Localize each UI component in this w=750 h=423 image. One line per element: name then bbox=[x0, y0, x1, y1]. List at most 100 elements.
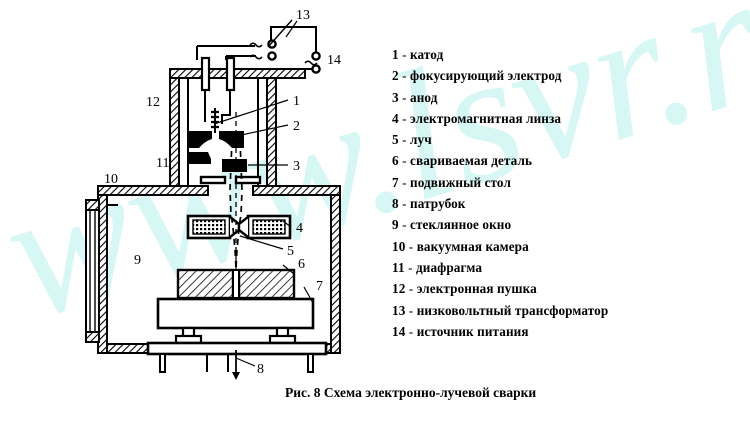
chamber-step-left bbox=[106, 195, 118, 206]
lens-coil-right-winding bbox=[252, 219, 286, 235]
callout-9: 9 bbox=[134, 253, 141, 268]
callout-14: 14 bbox=[327, 53, 341, 68]
legend-label: источник питания bbox=[416, 323, 529, 339]
leader-1 bbox=[213, 99, 289, 125]
leader-2 bbox=[231, 124, 289, 138]
legend-dash: - bbox=[402, 68, 407, 84]
leader-lines bbox=[213, 20, 314, 367]
legend-dash: - bbox=[408, 323, 414, 339]
anode-left bbox=[188, 152, 211, 164]
power-terminal-1 bbox=[311, 51, 321, 61]
diaphragm-11 bbox=[199, 175, 262, 185]
legend-number: 8 bbox=[392, 196, 399, 212]
gun-insulator-right bbox=[225, 56, 236, 92]
cathode-1 bbox=[211, 108, 219, 133]
legend-number: 13 bbox=[392, 302, 406, 318]
callout-12: 12 bbox=[146, 95, 160, 110]
legend-dash: - bbox=[402, 110, 407, 126]
workpiece-6 bbox=[176, 268, 296, 300]
legend-dash: - bbox=[402, 153, 407, 169]
legend-dash: - bbox=[402, 174, 407, 190]
legend-item: 4 - электромагнитная линза bbox=[392, 108, 722, 129]
cathode-lead-right bbox=[221, 90, 231, 124]
beam-left-edge-upper bbox=[229, 139, 234, 227]
lens-pole-right bbox=[237, 216, 249, 238]
legend-item: 7 - подвижный стол bbox=[392, 172, 722, 193]
legend-list: 1 - катод 2 - фокусирующий электрод 3 - … bbox=[392, 44, 722, 342]
gun-top-flange bbox=[169, 68, 306, 79]
callout-8: 8 bbox=[257, 362, 264, 377]
legend-dash: - bbox=[408, 259, 413, 275]
legend-number: 9 bbox=[392, 217, 399, 233]
transformer-terminal-1 bbox=[267, 39, 277, 49]
legend-item: 8 - патрубок bbox=[392, 193, 722, 214]
legend-dash: - bbox=[402, 47, 407, 62]
transformer-terminals bbox=[249, 19, 293, 61]
table-leg-right bbox=[307, 353, 314, 373]
legend-number: 2 bbox=[392, 68, 399, 84]
callout-6: 6 bbox=[298, 257, 305, 272]
legend-item: 10 - вакуумная камера bbox=[392, 236, 722, 257]
legend-number: 12 bbox=[392, 281, 406, 297]
callout-3: 3 bbox=[293, 159, 300, 174]
figure-caption: Рис. 8 Схема электронно-лучевой сварки bbox=[285, 385, 537, 400]
ac-symbol-transformer-2 bbox=[249, 54, 263, 60]
outlet-pipe-8 bbox=[206, 350, 240, 380]
leader-6 bbox=[282, 264, 295, 275]
leader-4 bbox=[282, 220, 292, 228]
diaphragm-right-bar bbox=[234, 175, 262, 185]
workpiece-right-half bbox=[237, 268, 296, 300]
legend-dash: - bbox=[408, 281, 414, 297]
legend-item: 13 - низковольтный трансформатор bbox=[392, 300, 722, 321]
table-base-plate bbox=[146, 341, 328, 356]
legend-item: 3 - анод bbox=[392, 87, 722, 108]
legend-number: 5 bbox=[392, 132, 399, 148]
ac-symbol-transformer-1 bbox=[249, 42, 263, 48]
chamber-top-right bbox=[252, 185, 341, 196]
lens-coil-left-winding bbox=[192, 219, 226, 235]
chamber-wall-right bbox=[330, 194, 341, 354]
window-seal-bottom bbox=[85, 331, 100, 343]
callout-11: 11 bbox=[156, 156, 169, 171]
legend-number: 14 bbox=[392, 323, 406, 339]
glass-window-9 bbox=[85, 199, 100, 343]
legend-label: патрубок bbox=[410, 196, 466, 212]
diaphragm-left-bar bbox=[199, 175, 227, 185]
anode-3 bbox=[188, 152, 247, 172]
power-source-terminals bbox=[304, 51, 321, 74]
table-top-plate bbox=[156, 297, 315, 330]
movable-table-7 bbox=[146, 297, 328, 373]
legend-dash: - bbox=[402, 217, 407, 233]
window-seal-top bbox=[85, 199, 100, 211]
legend-item: 1 - катод bbox=[392, 44, 722, 65]
outlet-arrow-head bbox=[232, 372, 240, 380]
gun-insulator-left bbox=[200, 56, 211, 92]
electron-beam-5 bbox=[229, 112, 243, 272]
beam-right-edge-lower bbox=[235, 227, 240, 269]
beam-right-edge-upper bbox=[238, 139, 243, 227]
legend-dash: - bbox=[408, 302, 414, 318]
legend-item: 12 - электронная пушка bbox=[392, 278, 722, 299]
legend-label: свариваемая деталь bbox=[410, 153, 533, 169]
leader-7 bbox=[303, 286, 314, 304]
legend-label: луч bbox=[410, 132, 432, 148]
leader-5 bbox=[239, 235, 284, 250]
gun-wall-right bbox=[266, 77, 277, 187]
legend-dash: - bbox=[402, 196, 407, 212]
legend-number: 11 bbox=[392, 259, 405, 275]
legend-number: 3 bbox=[392, 89, 399, 105]
chamber-top-left bbox=[97, 185, 209, 196]
transformer-terminal-2 bbox=[267, 51, 277, 61]
legend-item: 9 - стеклянное окно bbox=[392, 214, 722, 235]
weld-seam bbox=[232, 269, 240, 299]
callout-13: 13 bbox=[296, 8, 310, 23]
switch-lever-13 bbox=[267, 19, 293, 48]
legend-number: 7 bbox=[392, 174, 399, 190]
legend-label: диафрагма bbox=[415, 259, 483, 275]
legend-label: фокусирующий электрод bbox=[410, 68, 562, 84]
legend-label: электронная пушка bbox=[416, 281, 537, 297]
legend-item: 11 - диафрагма bbox=[392, 257, 722, 278]
legend-label: вакуумная камера bbox=[416, 238, 529, 254]
